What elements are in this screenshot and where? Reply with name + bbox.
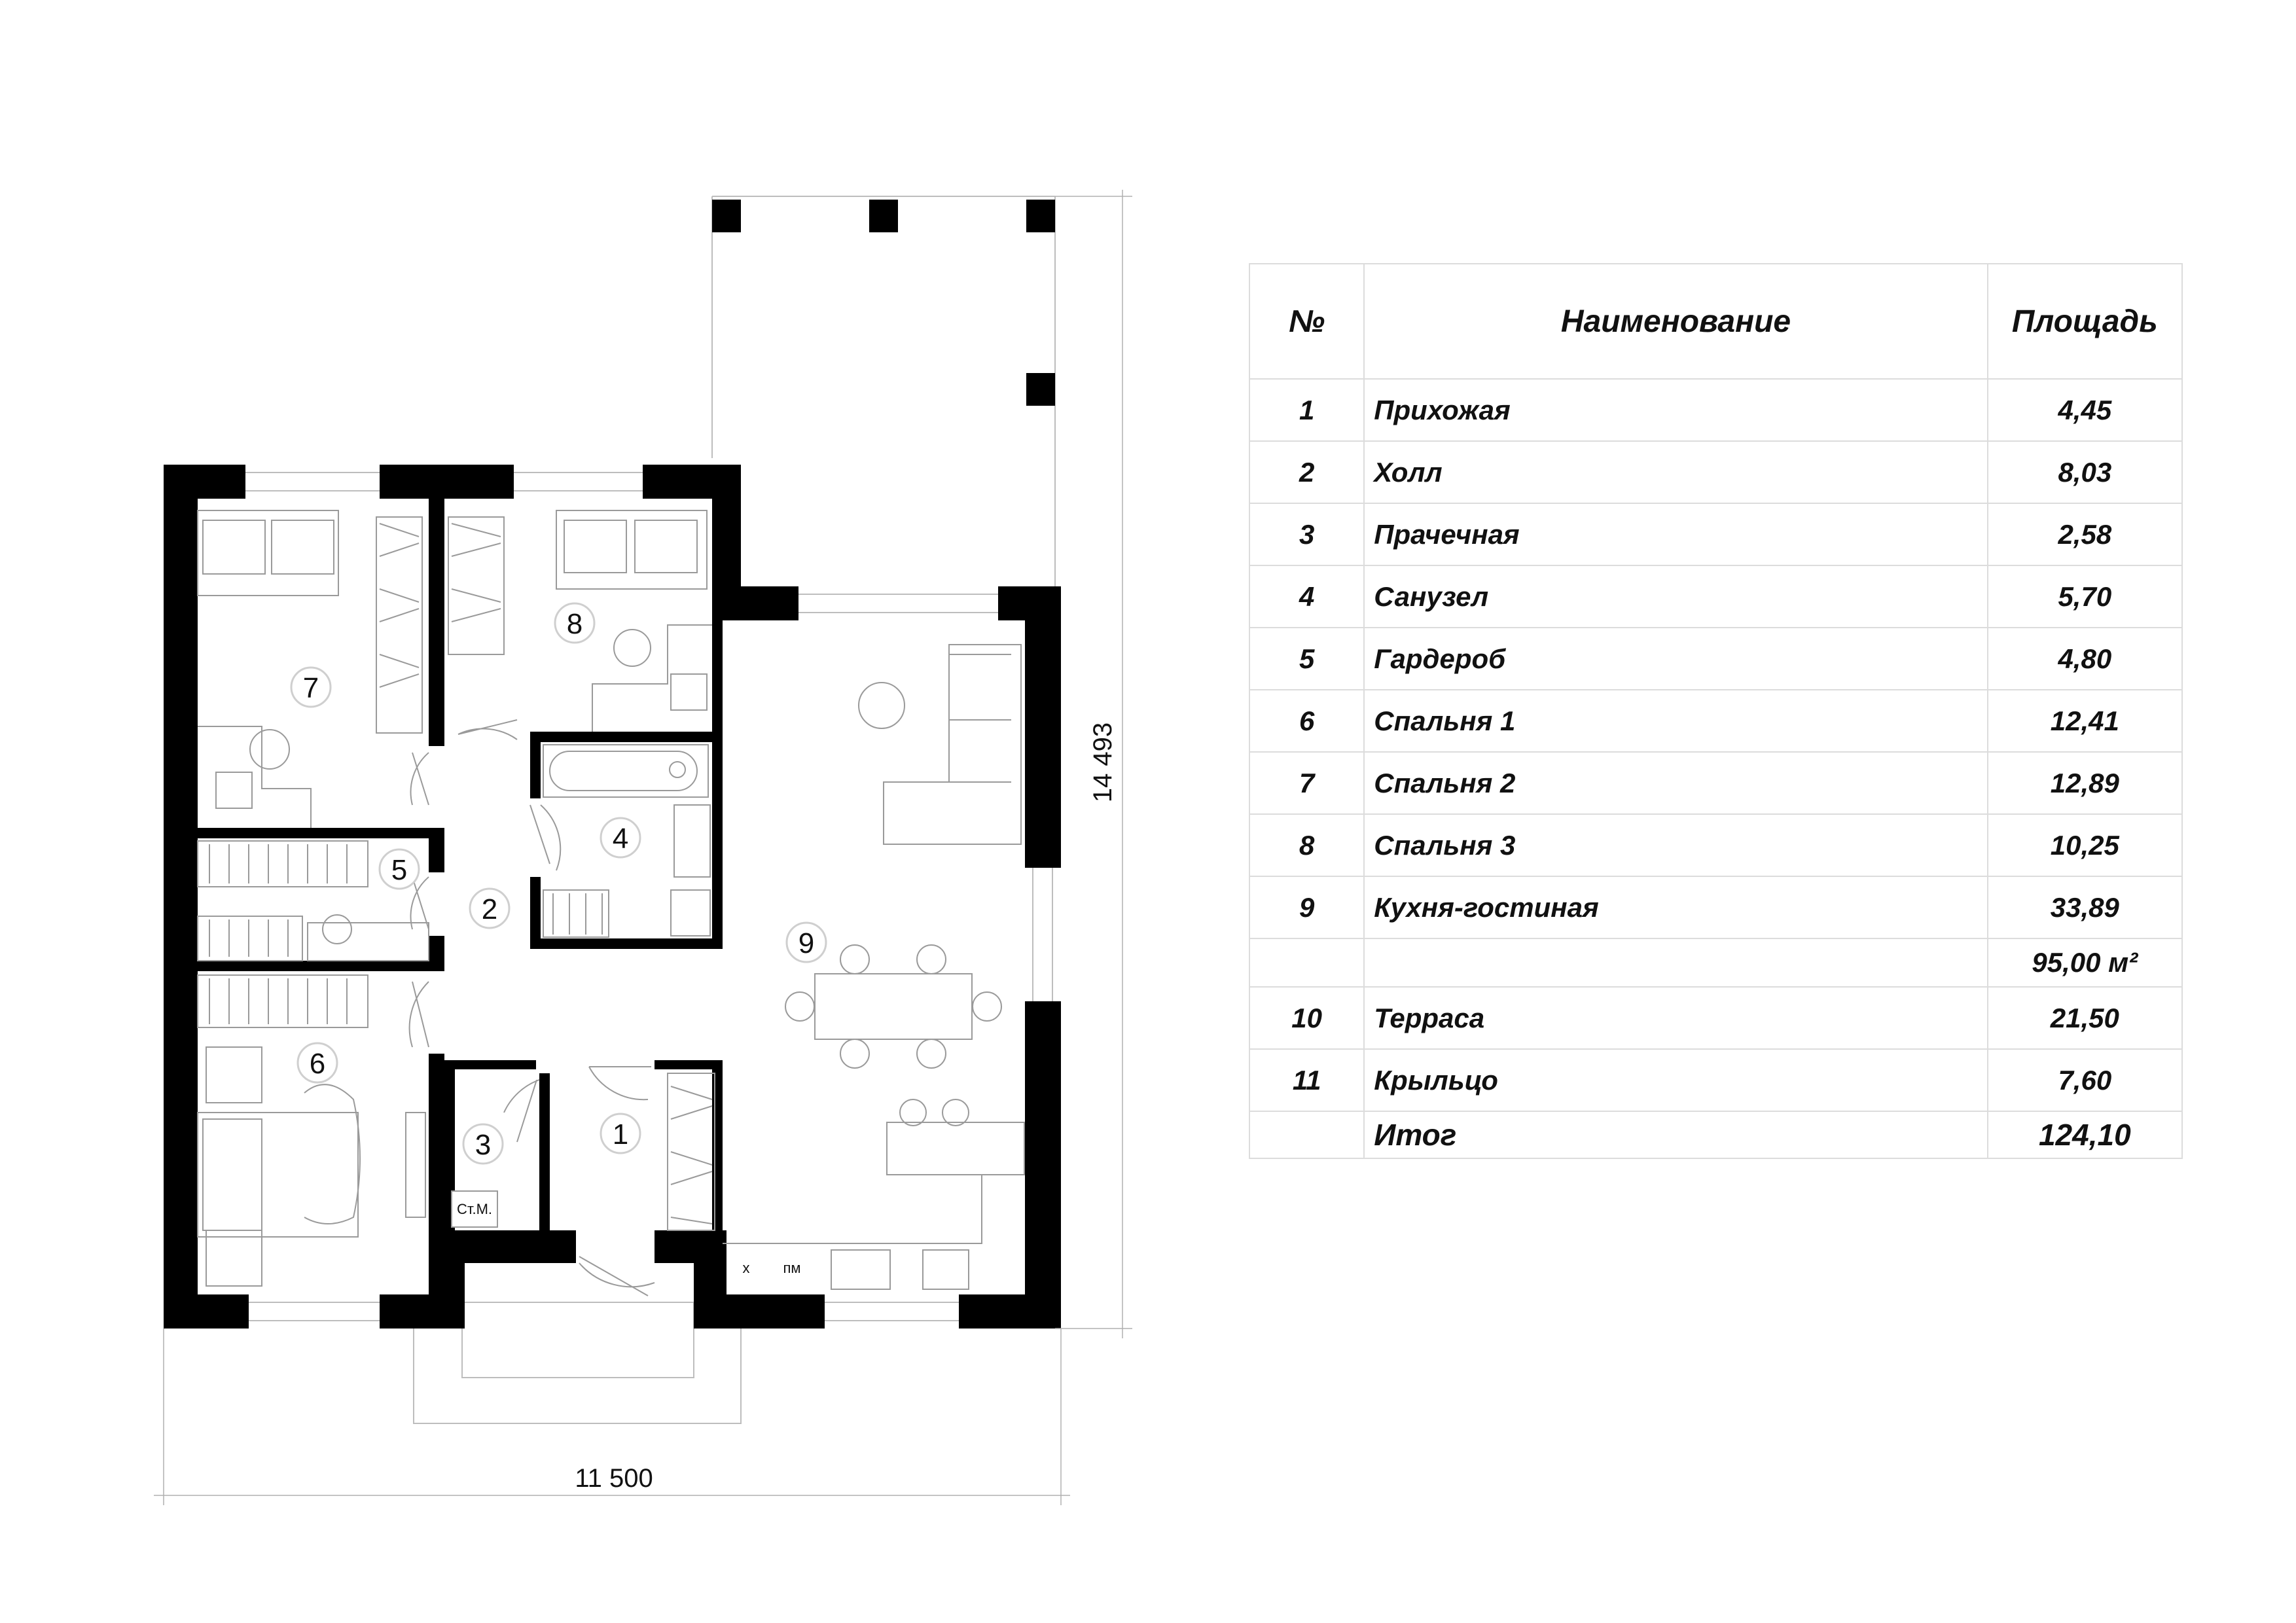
svg-text:5: 5	[391, 854, 407, 886]
windows	[245, 472, 1053, 1321]
header-area: Площадь	[1986, 263, 2183, 380]
porch-outline	[413, 1302, 742, 1424]
height-dimension: 14 493	[1088, 722, 1117, 802]
washing-machine-box	[451, 1190, 498, 1228]
terrace-column	[869, 200, 898, 232]
svg-text:1: 1	[613, 1118, 628, 1150]
terrace-column	[712, 200, 741, 232]
fridge-label: х	[743, 1260, 750, 1276]
width-dimension: 11 500	[575, 1464, 653, 1493]
room-marker-3: 3	[462, 1123, 504, 1165]
washing-machine-label: Ст.М.	[457, 1201, 492, 1217]
bathroom-4-furniture	[543, 744, 711, 938]
interior-walls	[198, 499, 723, 1309]
terrace-column	[1026, 200, 1055, 232]
room-markers: 1 2 3 4 5 6 7 8 9	[290, 602, 827, 1165]
svg-text:4: 4	[613, 823, 628, 855]
subtotal-row: 95,00 м²	[1248, 938, 2183, 988]
svg-text:6: 6	[310, 1048, 325, 1080]
bedroom-7-furniture	[197, 510, 423, 828]
terrace-column	[1026, 373, 1055, 406]
room-marker-7: 7	[290, 666, 332, 708]
dishwasher-label: пм	[783, 1260, 800, 1276]
room-marker-6: 6	[296, 1042, 338, 1084]
exterior-walls	[164, 465, 1061, 1329]
laundry-3-furniture: Ст.М.	[451, 1190, 498, 1228]
room-marker-8: 8	[554, 602, 596, 644]
total-value: 124,10	[1986, 1111, 2183, 1159]
terrace-structure	[711, 196, 1056, 589]
svg-text:2: 2	[482, 893, 497, 925]
room-marker-4: 4	[600, 817, 641, 859]
entrance-1-furniture	[667, 1073, 715, 1231]
header-name: Наименование	[1363, 263, 1988, 380]
wardrobe-5-furniture	[197, 840, 429, 961]
table-header-row: № Наименование Площадь	[1248, 263, 2183, 380]
room-marker-2: 2	[469, 887, 511, 929]
bedroom-8-furniture	[448, 510, 712, 732]
subtotal-value: 95,00 м²	[1986, 938, 2183, 988]
svg-text:7: 7	[303, 672, 319, 704]
bedroom-6-furniture	[197, 974, 426, 1287]
total-label: Итог	[1363, 1111, 1988, 1159]
dimension-lines	[154, 190, 1132, 1505]
svg-text:3: 3	[475, 1129, 491, 1161]
room-marker-1: 1	[600, 1113, 641, 1154]
svg-text:9: 9	[798, 927, 814, 959]
svg-text:8: 8	[567, 608, 583, 640]
header-num: №	[1248, 263, 1365, 380]
room-marker-9: 9	[785, 921, 827, 963]
room-marker-5: 5	[378, 848, 420, 890]
kitchen-living-furniture: х пм	[723, 644, 1025, 1290]
